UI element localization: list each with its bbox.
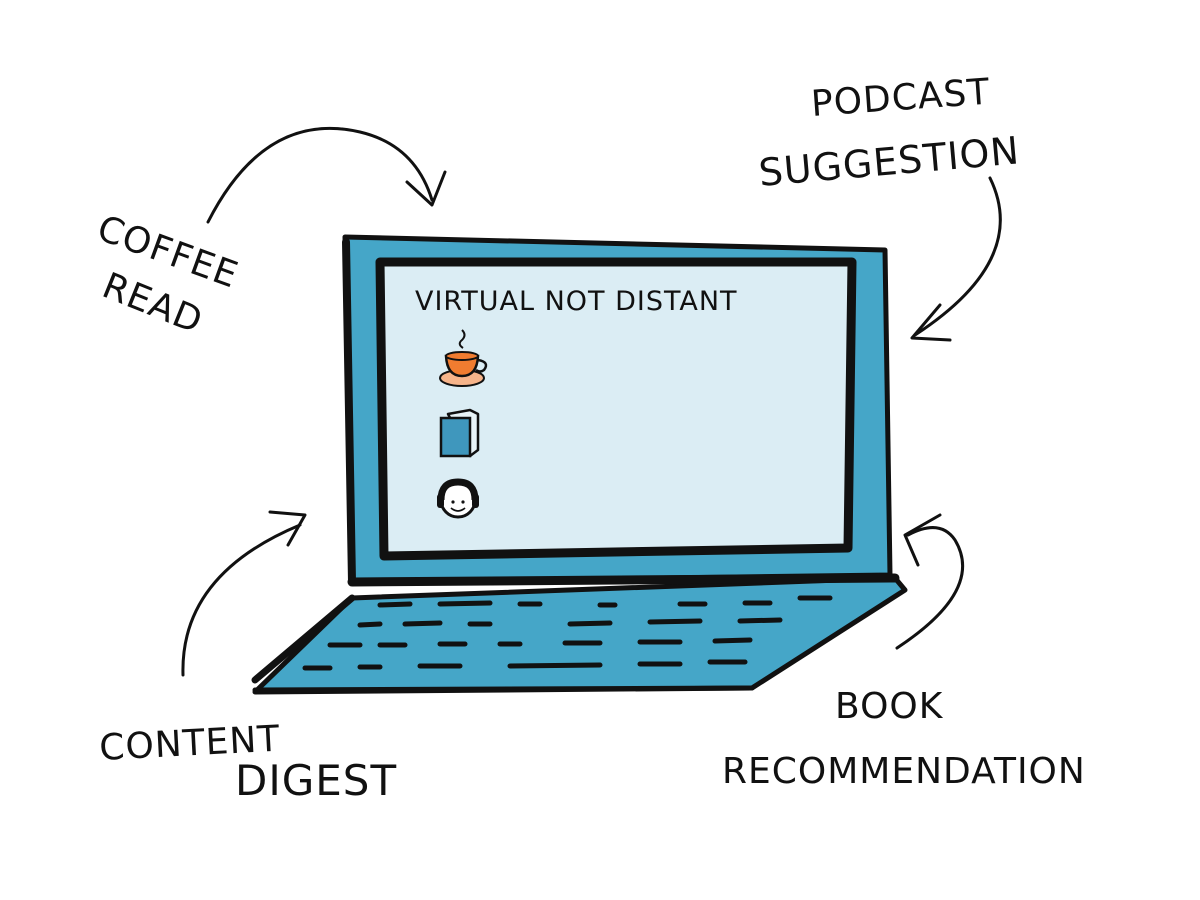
arrow-podcast-suggestion [910,176,1002,342]
label-suggestion: SUGGESTION [757,128,1022,195]
label-book: BOOK [835,686,944,727]
headphones-person-icon [437,478,479,519]
book-icon [439,408,480,458]
arrow-book-recommendation [895,513,965,650]
coffee-cup-icon [439,329,488,387]
screen [375,257,857,561]
screen-title: VIRTUAL NOT DISTANT [415,286,738,317]
arrow-coffee-read [206,127,447,224]
keyboard-keys [302,595,833,671]
laptop-base [251,575,908,695]
arrow-content-digest [181,510,307,677]
label-digest: DIGEST [235,756,397,805]
label-podcast: PODCAST [810,72,992,125]
label-content: CONTENT [98,719,281,769]
label-recommendation: RECOMMENDATION [722,751,1086,792]
